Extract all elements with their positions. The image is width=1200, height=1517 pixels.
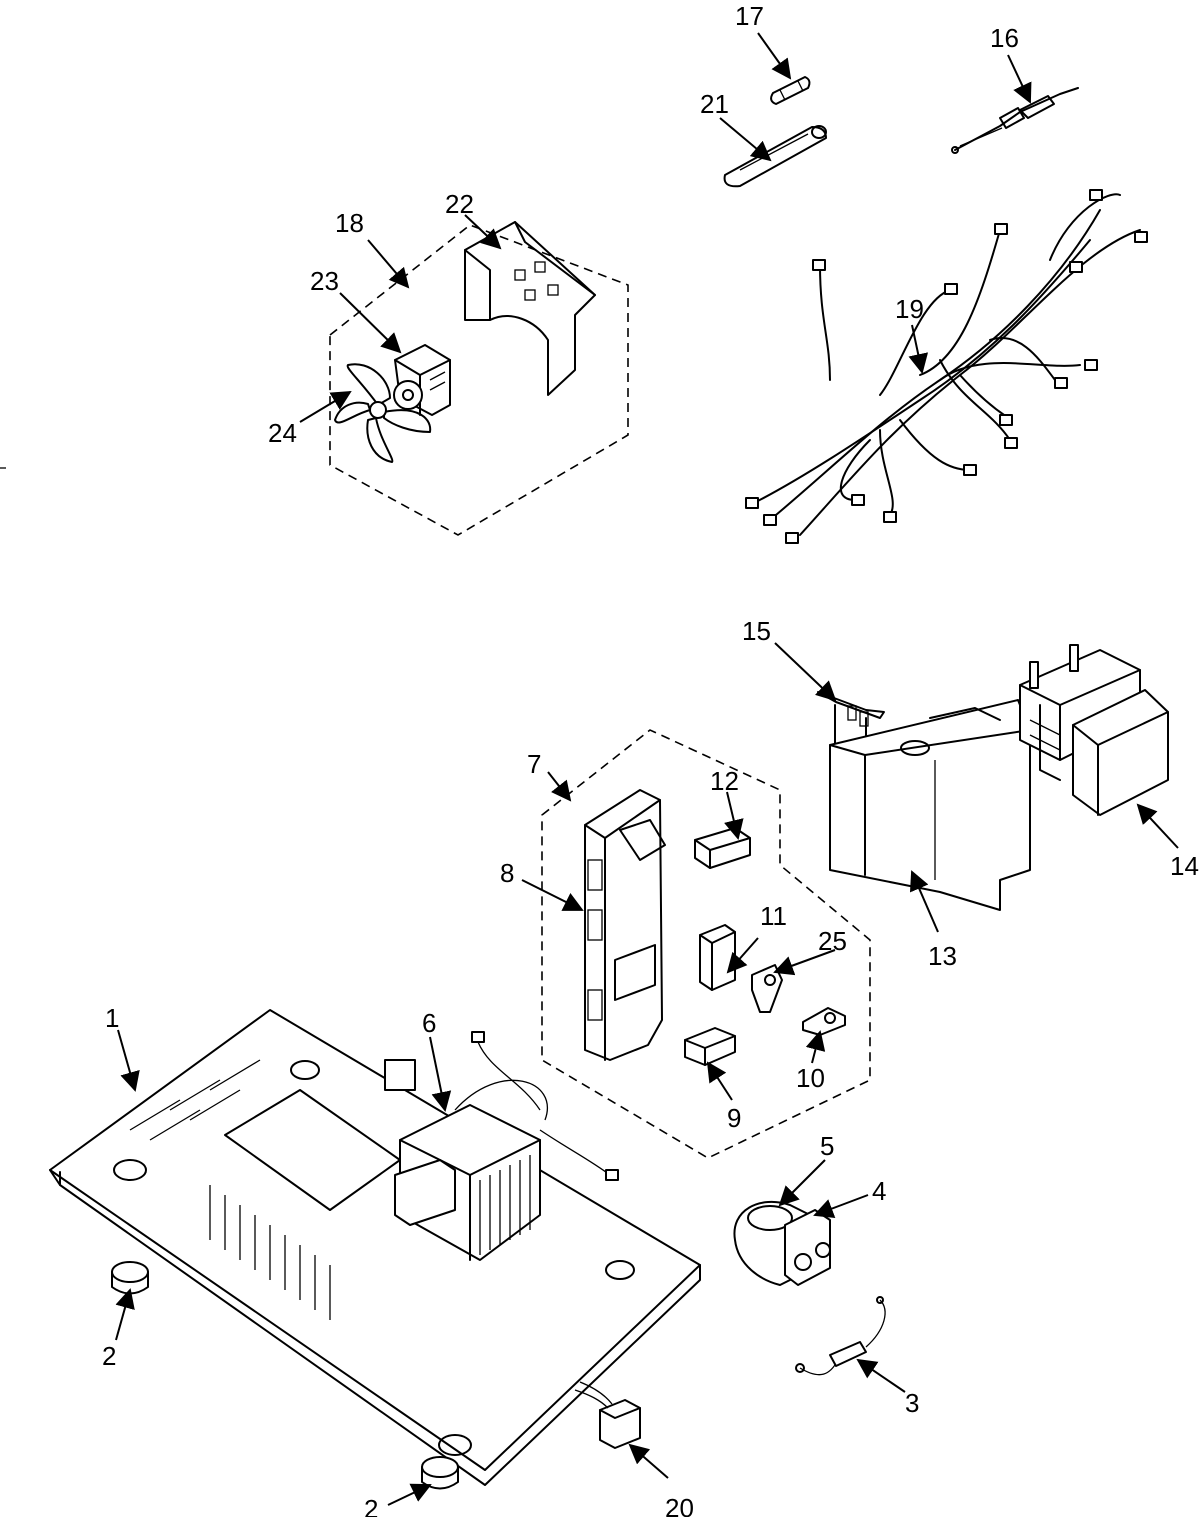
callout-25: 25 xyxy=(818,926,847,956)
part-10-lever xyxy=(802,1007,846,1036)
callout-9: 9 xyxy=(727,1103,741,1133)
part-9-switch xyxy=(684,1027,736,1066)
part-13-waveguide xyxy=(829,699,1031,911)
part-8-latch-board xyxy=(584,789,666,1061)
part-16-thermal-cutout xyxy=(951,87,1079,154)
leader-2a xyxy=(115,1288,135,1341)
callout-4: 4 xyxy=(872,1176,886,1206)
leader-7 xyxy=(547,771,572,802)
assembly-outline-7 xyxy=(541,729,871,1159)
leader-8 xyxy=(521,879,584,911)
callout-11: 11 xyxy=(760,901,787,931)
callout-10: 10 xyxy=(796,1063,825,1093)
leader-lines xyxy=(115,32,1179,1506)
callout-21: 21 xyxy=(700,89,729,119)
leader-17 xyxy=(757,32,792,80)
callout-labels: 1 2 2 3 4 5 6 7 8 9 10 11 12 13 14 15 16… xyxy=(102,1,1199,1517)
part-11-switch xyxy=(699,924,736,991)
part-23-fan-motor xyxy=(393,344,451,416)
leader-5 xyxy=(778,1159,826,1207)
callout-16: 16 xyxy=(990,23,1019,53)
leader-19 xyxy=(908,324,929,374)
callout-17: 17 xyxy=(735,1,764,31)
callout-19: 19 xyxy=(895,294,924,324)
leader-12 xyxy=(724,791,744,840)
part-20-relay xyxy=(574,1381,641,1449)
callout-2b: 2 xyxy=(364,1494,378,1517)
leader-24 xyxy=(299,390,352,423)
leader-13 xyxy=(909,870,939,933)
leader-11 xyxy=(726,937,759,974)
callout-13: 13 xyxy=(928,941,957,971)
callout-1: 1 xyxy=(105,1003,119,1033)
part-22-fan-bracket xyxy=(464,221,596,396)
leader-21 xyxy=(719,117,772,162)
leader-6 xyxy=(429,1036,452,1112)
callout-5: 5 xyxy=(820,1131,834,1161)
leader-10 xyxy=(805,1030,826,1064)
callout-18: 18 xyxy=(335,208,364,238)
part-19-wire-harness xyxy=(745,189,1148,544)
leader-14 xyxy=(1136,803,1179,849)
part-14-magnetron xyxy=(1019,644,1169,816)
callout-3: 3 xyxy=(905,1388,919,1418)
leader-25 xyxy=(773,949,836,976)
callout-6: 6 xyxy=(422,1008,436,1038)
leader-3 xyxy=(856,1358,906,1393)
callout-7: 7 xyxy=(527,749,541,779)
callout-2a: 2 xyxy=(102,1341,116,1371)
leader-18 xyxy=(367,239,410,289)
callout-12: 12 xyxy=(710,766,739,796)
leader-9 xyxy=(706,1061,733,1101)
leader-16 xyxy=(1007,54,1032,104)
part-17-fuse xyxy=(770,76,811,105)
callout-22: 22 xyxy=(445,189,474,219)
leader-15 xyxy=(774,642,837,702)
part-6-transformer xyxy=(384,1031,619,1261)
callout-8: 8 xyxy=(500,858,514,888)
leader-23 xyxy=(339,292,402,354)
callout-20: 20 xyxy=(665,1493,694,1517)
part-2-foot-lower xyxy=(421,1456,459,1490)
leader-4 xyxy=(813,1194,869,1219)
assembly-outline-18 xyxy=(329,224,629,536)
part-24-fan-blade xyxy=(334,363,432,463)
leader-20 xyxy=(628,1443,669,1479)
part-3-diode xyxy=(795,1296,886,1376)
part-21-fuse-holder xyxy=(723,125,827,188)
part-2-foot-upper xyxy=(111,1261,149,1295)
callout-23: 23 xyxy=(310,266,339,296)
part-12-switch xyxy=(694,827,751,869)
callout-24: 24 xyxy=(268,418,297,448)
leader-2b xyxy=(387,1483,432,1506)
callout-15: 15 xyxy=(742,616,771,646)
callout-14: 14 xyxy=(1170,851,1199,881)
leader-1 xyxy=(117,1029,140,1092)
part-1-base-plate xyxy=(49,1009,701,1486)
leader-22 xyxy=(464,214,502,250)
part-4-capacitor-bracket xyxy=(784,1209,831,1286)
